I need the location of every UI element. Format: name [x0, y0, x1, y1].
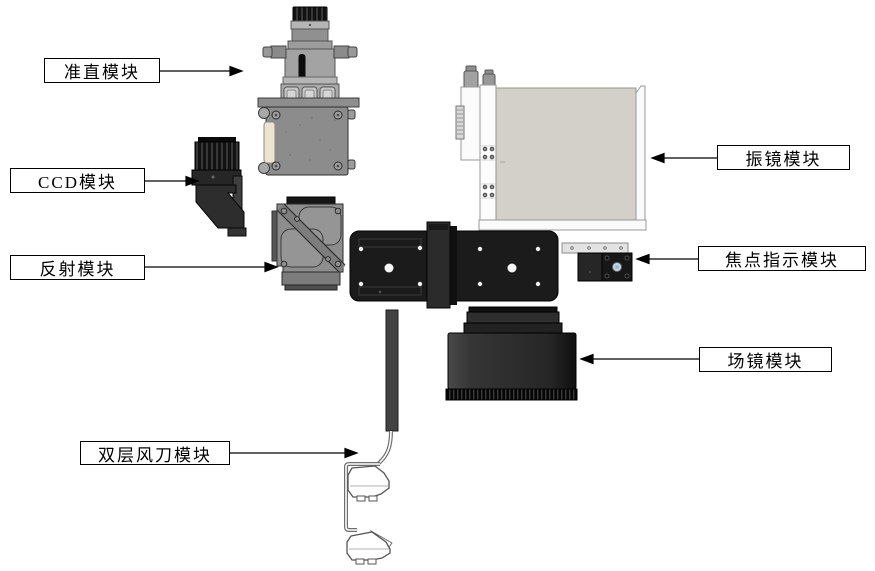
label-field-lens-module: 场镜模块: [699, 347, 832, 372]
arrow-collimation-module: [160, 65, 244, 77]
arrow-field-lens-module: [579, 353, 699, 365]
collimation-module-figure: [257, 6, 360, 176]
field-lens-module-figure: [445, 306, 578, 401]
air-knife-module-figure: [344, 309, 399, 565]
label-galvanometer-module: 振镜模块: [717, 145, 850, 170]
focus-indicator-module-figure: [561, 242, 633, 282]
label-collimation-module: 准直模块: [44, 58, 160, 83]
galvanometer-module-figure: [455, 65, 647, 231]
reflection-module-figure: [271, 196, 346, 291]
arrow-focus-indicator-module: [635, 253, 698, 265]
annotation-arrows: [145, 65, 717, 459]
arrow-air-knife-module: [230, 447, 359, 459]
label-reflection-module: 反射模块: [10, 255, 145, 280]
label-air-knife-module: 双层风刀模块: [80, 441, 230, 465]
label-ccd-module: CCD模块: [10, 168, 145, 193]
mounting-plate-figure: [349, 221, 559, 309]
arrow-galvanometer-module: [650, 152, 717, 164]
label-focus-indicator-module: 焦点指示模块: [698, 246, 866, 271]
arrow-ccd-module: [145, 175, 200, 187]
arrow-reflection-module: [145, 261, 279, 273]
ccd-module-figure: [191, 137, 247, 237]
